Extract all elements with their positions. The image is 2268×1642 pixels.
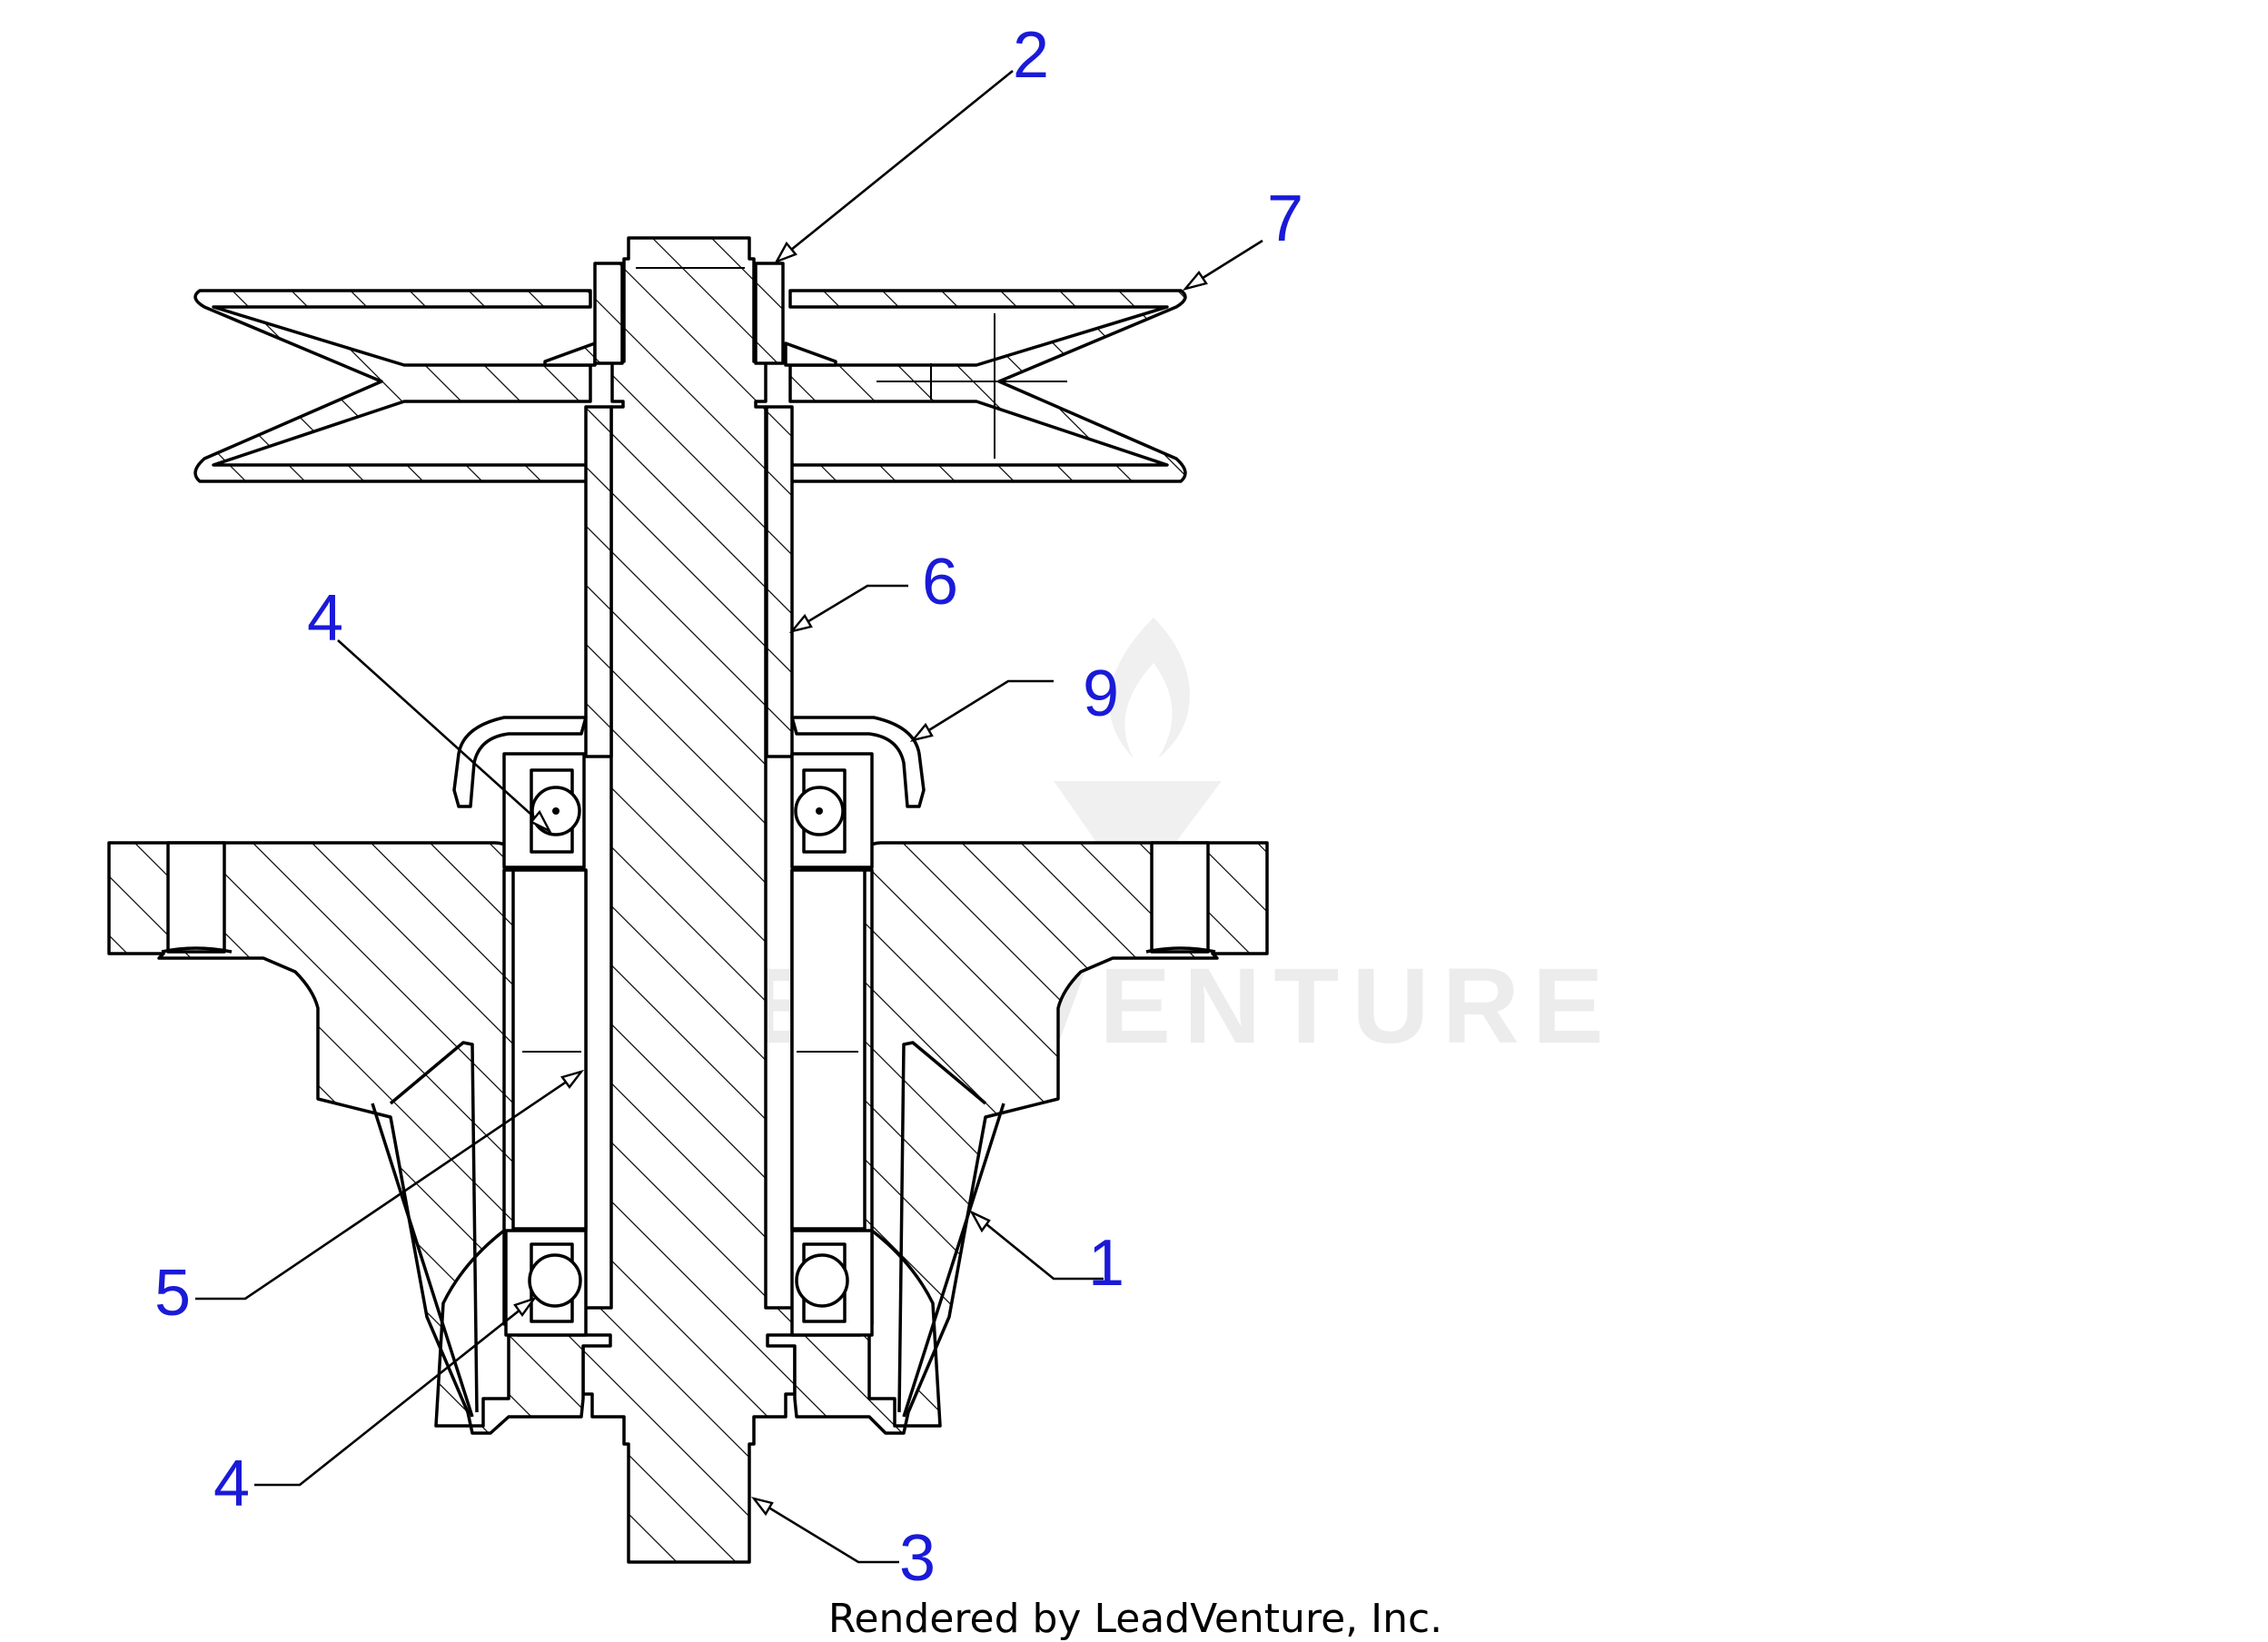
callout-label: 7 — [1267, 183, 1303, 255]
spindle-shaft — [581, 236, 797, 1564]
bearing-spacer — [511, 868, 867, 1231]
upper-bearing-right — [790, 752, 874, 869]
callout-6: 6 — [788, 546, 958, 633]
callout-5: 5 — [154, 1069, 585, 1330]
callout-4-lower: 4 — [213, 1296, 538, 1520]
v-mark-watermark-icon — [1054, 781, 1222, 872]
housing-skirt — [371, 1041, 1005, 1418]
callout-label: 1 — [1088, 1227, 1124, 1300]
lower-bearing-left — [504, 1229, 588, 1337]
flame-watermark-icon — [1109, 618, 1190, 758]
callout-3: 3 — [750, 1497, 936, 1595]
callout-4-upper: 4 — [307, 582, 552, 834]
spindle-housing — [107, 841, 1269, 1435]
upper-bearing-left — [502, 752, 586, 869]
bearing-cap — [452, 716, 926, 808]
callout-label: 9 — [1083, 658, 1119, 730]
callout-9: 9 — [909, 658, 1119, 742]
callout-label: 3 — [899, 1522, 936, 1595]
lower-bearing-right — [790, 1229, 874, 1337]
rendered-by-footer: Rendered by LeadVenture, Inc. — [828, 1596, 1442, 1642]
callout-label: 4 — [213, 1448, 250, 1520]
callout-label: 6 — [922, 546, 958, 618]
callout-7: 7 — [1182, 183, 1303, 292]
callout-label: 2 — [1013, 19, 1049, 92]
pulley — [193, 289, 1187, 483]
spacer-tube — [584, 405, 794, 758]
callout-1: 1 — [969, 1210, 1124, 1300]
spindle-spacer — [593, 262, 785, 365]
callout-label: 5 — [154, 1257, 191, 1330]
callout-label: 4 — [307, 582, 343, 655]
callout-2: 2 — [774, 19, 1049, 264]
